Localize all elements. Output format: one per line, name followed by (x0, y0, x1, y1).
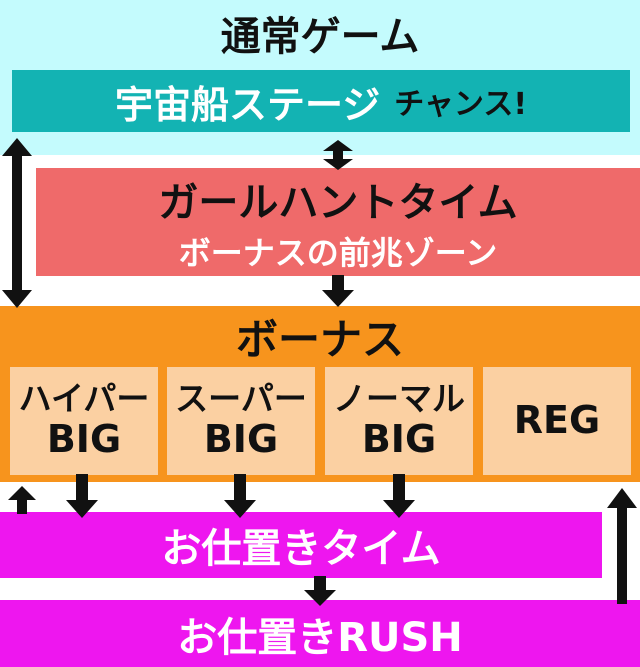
spaceship-stage-box: 宇宙船ステージ チャンス! (12, 70, 630, 132)
girl-hunt-time-title: ガールハントタイム (158, 180, 518, 226)
bonus-type-label: REG (513, 398, 601, 443)
down-arrow-icon (304, 576, 336, 606)
super-big-card: スーパー BIG (167, 367, 315, 475)
punishment-rush-box: お仕置きRUSH (0, 600, 640, 667)
bonus-type-sub-label: BIG (361, 417, 437, 462)
down-arrow-icon (322, 275, 354, 307)
up-arrow-icon (607, 488, 637, 604)
double-arrow-icon (323, 140, 353, 170)
spaceship-stage-label: 宇宙船ステージ (114, 82, 381, 127)
bonus-title: ボーナス (235, 314, 404, 364)
bonus-type-label: ハイパー (18, 379, 150, 419)
down-arrow-icon (383, 474, 415, 518)
hyper-big-card: ハイパー BIG (10, 367, 158, 475)
down-arrow-icon (66, 474, 98, 518)
bonus-type-sub-label: BIG (46, 417, 122, 462)
girl-hunt-time-box (36, 168, 640, 276)
reg-card: REG (483, 367, 631, 475)
bonus-type-sub-label: BIG (203, 417, 279, 462)
bonus-type-label: ノーマル (333, 379, 465, 419)
chance-label: チャンス! (394, 87, 528, 122)
double-arrow-icon (2, 138, 32, 308)
punishment-time-box: お仕置きタイム (0, 512, 602, 578)
bonus-type-label: スーパー (175, 379, 307, 419)
punishment-time-label: お仕置きタイム (161, 526, 441, 572)
punishment-rush-label: お仕置きRUSH (177, 614, 463, 661)
normal-game-title: 通常ゲーム (220, 14, 420, 60)
bonus-precursor-zone-label: ボーナスの前兆ゾーン (178, 234, 498, 272)
normal-big-card: ノーマル BIG (325, 367, 473, 475)
down-arrow-icon (224, 474, 256, 518)
up-arrow-icon (8, 486, 36, 514)
